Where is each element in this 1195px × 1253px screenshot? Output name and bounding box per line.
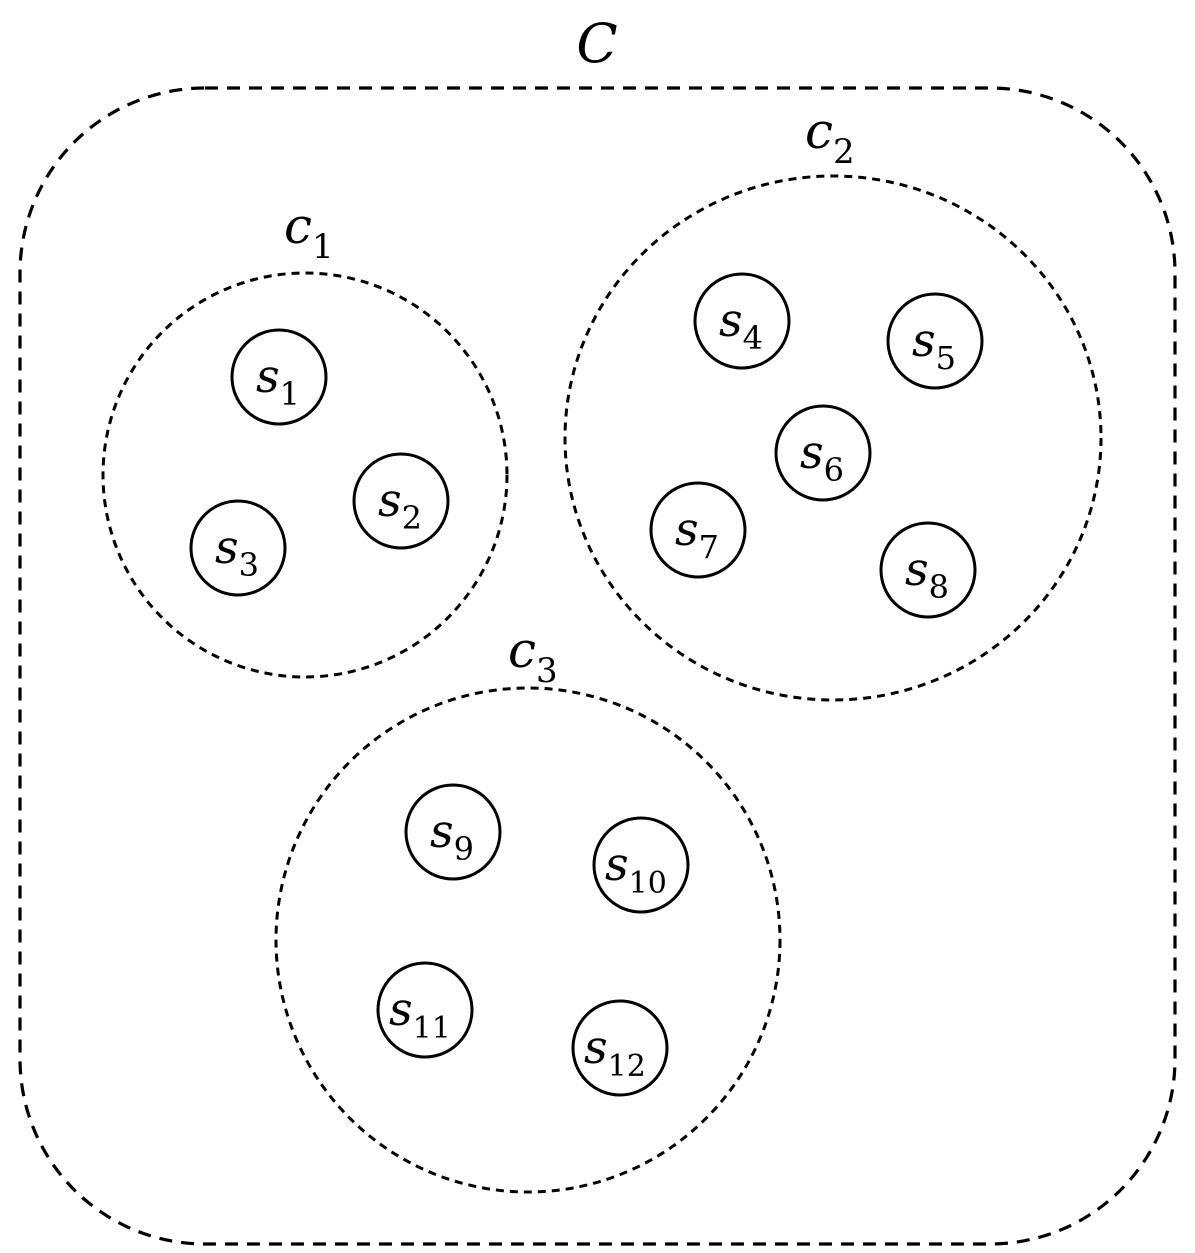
node-index: 7	[699, 528, 719, 566]
node-letter: s	[912, 313, 936, 367]
node-circle	[404, 783, 502, 881]
cluster-boundary	[274, 686, 782, 1194]
node-index: 3	[239, 546, 259, 584]
node-label: s4	[719, 293, 763, 357]
node-label: s6	[800, 425, 844, 489]
node-index: 11	[413, 1011, 451, 1046]
node-circle	[571, 999, 669, 1097]
node-label: s12	[584, 1020, 646, 1084]
node-letter: s	[905, 542, 929, 596]
node-letter: s	[378, 473, 402, 527]
node-s7: s7	[649, 481, 747, 579]
node-label: s10	[605, 837, 667, 901]
node-circle	[189, 499, 287, 597]
node-s10: s10	[592, 816, 690, 914]
cluster-c3: c3 s9 s10 s11 s12	[274, 621, 782, 1194]
node-s6: s6	[774, 404, 872, 502]
node-s9: s9	[404, 783, 502, 881]
outer-label: C	[576, 12, 617, 75]
cluster-letter: c	[284, 197, 312, 255]
node-circle	[649, 481, 747, 579]
cluster-index: 1	[312, 227, 334, 267]
node-index: 10	[629, 866, 667, 901]
node-s12: s12	[571, 999, 669, 1097]
node-circle	[693, 272, 791, 370]
node-s8: s8	[879, 521, 977, 619]
node-index: 5	[936, 339, 956, 377]
node-index: 8	[929, 568, 949, 606]
node-letter: s	[256, 349, 280, 403]
cluster-boundary	[101, 271, 509, 679]
node-label: s8	[905, 542, 949, 606]
cluster-label: c3	[508, 621, 558, 691]
cluster-c2: c2 s4 s5 s6 s7	[563, 102, 1103, 702]
node-s3: s3	[189, 499, 287, 597]
cluster-boundary	[563, 174, 1103, 702]
node-index: 9	[454, 830, 474, 868]
node-index: 1	[280, 375, 300, 413]
node-letter: s	[215, 520, 239, 574]
node-circle	[230, 328, 328, 426]
node-index: 2	[402, 499, 422, 537]
node-circle	[592, 816, 690, 914]
node-s5: s5	[886, 292, 984, 390]
node-label: s1	[256, 349, 300, 413]
node-label: s5	[912, 313, 956, 377]
node-letter: s	[719, 293, 743, 347]
node-circle	[774, 404, 872, 502]
node-circle	[879, 521, 977, 619]
node-letter: s	[389, 982, 413, 1036]
node-label: s2	[378, 473, 422, 537]
node-letter: s	[584, 1020, 608, 1074]
node-index: 4	[743, 319, 763, 357]
node-index: 6	[824, 451, 844, 489]
node-label: s9	[430, 804, 474, 868]
node-s1: s1	[230, 328, 328, 426]
node-letter: s	[605, 837, 629, 891]
cluster-c1: c1 s1 s2 s3	[101, 197, 509, 679]
node-circle	[352, 452, 450, 550]
node-circle	[886, 292, 984, 390]
node-letter: s	[675, 502, 699, 556]
node-circle	[376, 961, 474, 1059]
node-s11: s11	[376, 961, 474, 1059]
node-letter: s	[800, 425, 824, 479]
cluster-letter: c	[805, 102, 833, 160]
node-label: s7	[675, 502, 719, 566]
cluster-letter: c	[508, 621, 536, 679]
cluster-label: c1	[284, 197, 334, 267]
node-letter: s	[430, 804, 454, 858]
cluster-label: c2	[805, 102, 855, 172]
node-label: s11	[389, 982, 451, 1046]
cluster-index: 3	[536, 651, 558, 691]
node-index: 12	[608, 1049, 646, 1084]
node-label: s3	[215, 520, 259, 584]
outer-container	[18, 86, 1177, 1246]
node-s4: s4	[693, 272, 791, 370]
node-s2: s2	[352, 452, 450, 550]
cluster-index: 2	[833, 132, 855, 172]
